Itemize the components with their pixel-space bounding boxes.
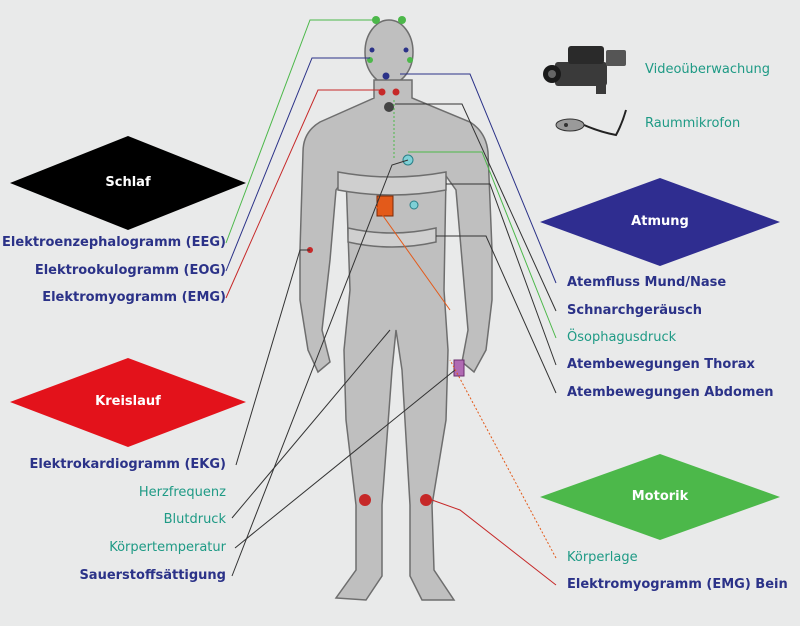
category-motorik: Motorik — [631, 489, 689, 504]
category-atmung: Atmung — [631, 214, 689, 229]
diamond-atmung — [540, 178, 780, 266]
label-raummikrofon: Raummikrofon — [645, 116, 741, 131]
label-koerpertemperatur: Körpertemperatur — [109, 540, 226, 555]
connector-lines — [225, 19, 557, 586]
label-videoueberwachung: Videoüberwachung — [645, 62, 770, 77]
category-schlaf: Schlaf — [105, 175, 151, 190]
label-blutdruck: Blutdruck — [163, 512, 226, 527]
microphone-icon — [555, 109, 627, 137]
diamond-schlaf — [10, 136, 246, 230]
label-atembewegungen-abdomen: Atembewegungen Abdomen — [567, 385, 774, 400]
label-atemfluss: Atemfluss Mund/Nase — [567, 275, 727, 290]
label-eeg: Elektroenzephalogramm (EEG) — [2, 235, 226, 250]
video-camera-icon — [543, 46, 626, 94]
label-atembewegungen-thorax: Atembewegungen Thorax — [567, 357, 755, 372]
label-eog: Elektrookulogramm (EOG) — [34, 263, 226, 278]
label-ekg: Elektrokardiogramm (EKG) — [29, 457, 227, 472]
category-kreislauf: Kreislauf — [95, 394, 161, 409]
label-emg-bein: Elektromyogramm (EMG) Bein — [567, 577, 788, 592]
label-emg: Elektromyogramm (EMG) — [42, 290, 226, 305]
label-koerperlage: Körperlage — [567, 550, 638, 565]
diamond-motorik — [540, 454, 780, 540]
label-oesophagusdruck: Ösophagusdruck — [567, 330, 677, 345]
diamond-kreislauf — [10, 358, 246, 447]
body-belts — [337, 171, 447, 248]
label-herzfrequenz: Herzfrequenz — [138, 485, 226, 500]
human-body-figure — [299, 19, 493, 601]
label-sauerstoffsaettigung: Sauerstoffsättigung — [79, 568, 226, 583]
label-schnarchgeraeusch: Schnarchgeräusch — [567, 303, 702, 318]
